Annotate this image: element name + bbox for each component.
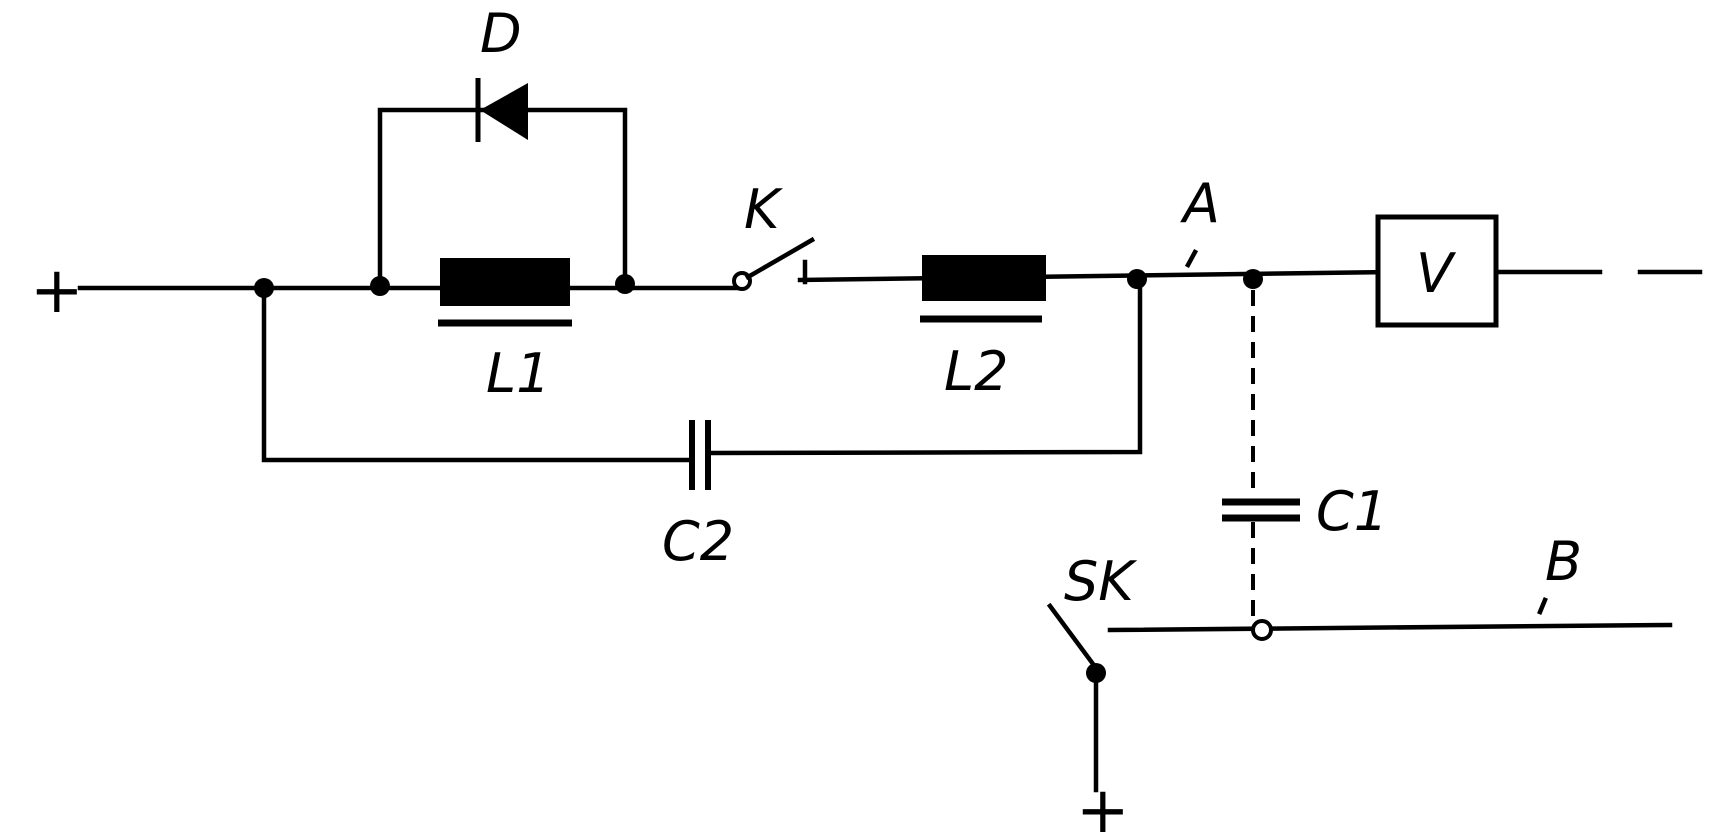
capacitor-c1 xyxy=(1222,290,1300,622)
plus-terminal-bottom: + xyxy=(1076,774,1130,836)
switch-sk-label: SK xyxy=(1064,550,1137,613)
capacitor-c1-label: C1 xyxy=(1316,480,1388,543)
diode-label: D xyxy=(480,2,522,65)
node-a-label: A xyxy=(1180,172,1220,235)
plus-terminal-left: + xyxy=(30,254,84,328)
coil-l2-label: L2 xyxy=(944,340,1008,403)
junction-dots xyxy=(254,269,1263,298)
meter-v xyxy=(1375,214,1499,328)
coil-l1-label: L1 xyxy=(486,342,550,405)
diode-d xyxy=(475,78,528,142)
capacitor-c2-loop xyxy=(261,277,1143,463)
switch-k xyxy=(732,236,816,291)
capacitor-c2 xyxy=(689,420,711,490)
node-a-tick xyxy=(1184,248,1199,269)
coil-l1 xyxy=(438,258,572,327)
meter-v-label: V xyxy=(1416,242,1457,305)
coil-l2 xyxy=(920,255,1046,323)
line-b xyxy=(1107,597,1673,641)
switch-sk xyxy=(1046,602,1106,793)
capacitor-c2-label: C2 xyxy=(662,510,734,573)
line-b-label: B xyxy=(1545,530,1582,593)
switch-k-label: K xyxy=(744,178,783,241)
